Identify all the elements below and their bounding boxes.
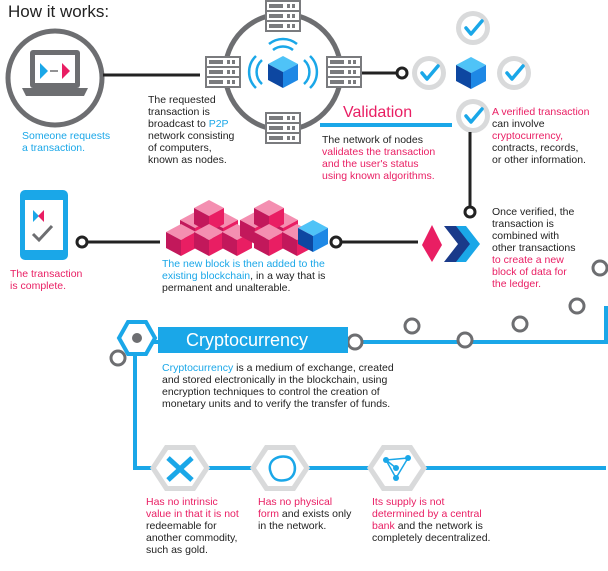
complete-caption: The transaction is complete.: [10, 268, 83, 292]
phone-icon: [20, 190, 68, 260]
server-icon: [326, 56, 362, 88]
no-physical-form-icon: [250, 445, 310, 491]
verified-caption: A verified transaction can involve crypt…: [492, 106, 590, 166]
cube-icon: [268, 56, 298, 88]
validation-heading: Validation: [343, 104, 413, 121]
server-icon: [265, 0, 301, 32]
connector-dot: [591, 259, 608, 277]
connector-dot: [346, 333, 364, 351]
feature-decentralized-supply: Its supply is not determined by a centra…: [372, 496, 491, 544]
connector-dot: [395, 66, 409, 80]
check-icon: [496, 55, 532, 91]
blockchain-icon: [166, 200, 328, 256]
new-block-caption: The new block is then added to the exist…: [162, 258, 326, 294]
no-value-icon: [150, 445, 210, 491]
request-caption: Someone requests a transaction.: [22, 130, 111, 154]
feature-no-physical-form: Has no physical form and exists only in …: [258, 496, 352, 532]
check-icon: [455, 10, 491, 46]
laptop-icon: [5, 28, 105, 128]
cryptocurrency-heading: Cryptocurrency: [186, 330, 309, 350]
validation-caption: The network of nodes validates the trans…: [322, 134, 436, 182]
broadcast-caption: The requested transaction is broadcast t…: [148, 94, 235, 166]
cube-icon: [456, 57, 486, 89]
connector-dot: [403, 317, 421, 335]
connector-dot: [456, 331, 474, 349]
check-icon: [455, 98, 491, 134]
feature-no-intrinsic-value: Has no intrinsic value in that it is not…: [146, 496, 239, 556]
connector-dot: [568, 297, 586, 315]
connector-dot: [511, 315, 529, 333]
cryptocurrency-banner: [158, 327, 348, 353]
check-icon: [411, 55, 447, 91]
connector-dot: [75, 235, 89, 249]
cryptocurrency-definition: Cryptocurrency is a medium of exchange, …: [162, 362, 394, 410]
page-title: How it works:: [8, 2, 110, 21]
server-icon: [205, 56, 241, 88]
connector-dot: [463, 205, 477, 219]
connector-dot: [109, 349, 127, 367]
combine-arrow-icon: [422, 225, 480, 262]
p2p-network-icon: [205, 0, 362, 144]
decentralized-network-icon: [367, 445, 427, 491]
connector-dot: [329, 235, 343, 249]
combined-caption: Once verified, the transaction is combin…: [492, 206, 576, 290]
server-icon: [265, 112, 301, 144]
